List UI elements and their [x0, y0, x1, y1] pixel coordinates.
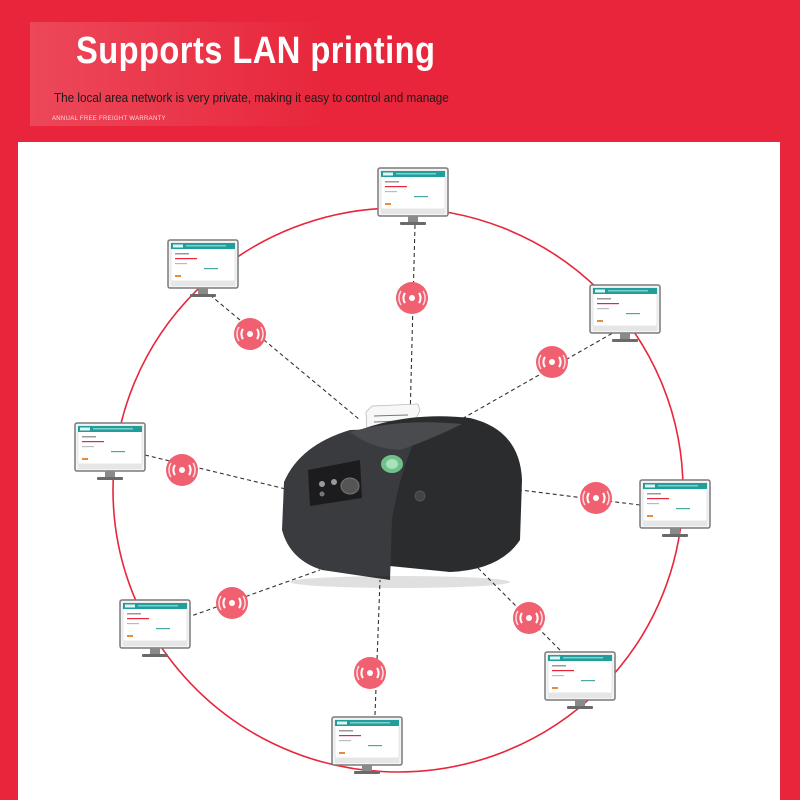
monitor-icon [589, 284, 661, 343]
thermal-printer-icon [282, 403, 522, 588]
wifi-signal-icon [233, 317, 267, 351]
header-accent-tab [30, 22, 410, 126]
monitor-icon [74, 422, 146, 481]
wifi-signal-icon [215, 586, 249, 620]
monitor-icon [544, 651, 616, 710]
page-title: Supports LAN printing [76, 30, 436, 72]
page-subtitle: The local area network is very private, … [54, 90, 449, 105]
monitor-icon [331, 716, 403, 775]
wifi-signal-icon [395, 281, 429, 315]
monitor-icon [377, 167, 449, 226]
header-banner: Supports LAN printing The local area net… [0, 0, 800, 140]
monitor-icon [639, 479, 711, 538]
monitor-icon [119, 599, 191, 658]
wifi-signal-icon [512, 601, 546, 635]
monitor-icon [167, 239, 239, 298]
wifi-signal-icon [353, 656, 387, 690]
header-caption: ANNUAL FREE FREIGHT WARRANTY [52, 116, 166, 122]
wifi-signal-icon [535, 345, 569, 379]
wifi-signal-icon [579, 481, 613, 515]
wifi-signal-icon [165, 453, 199, 487]
